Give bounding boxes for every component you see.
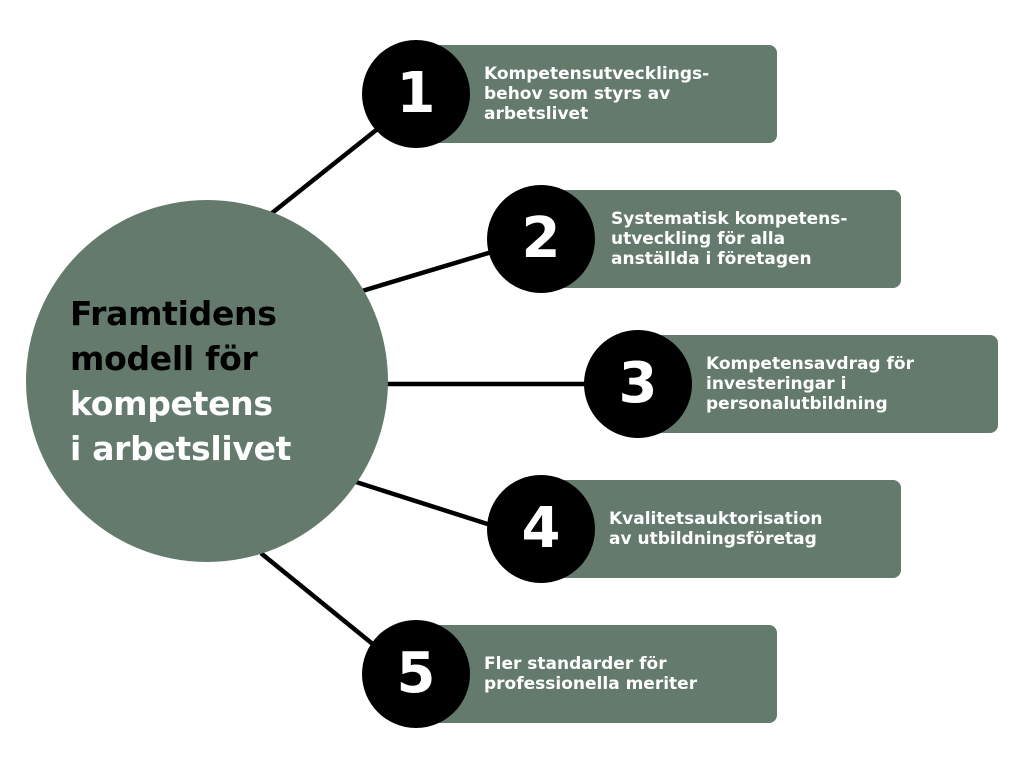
item-1-text: Kompetensutvecklings- behov som styrs av… xyxy=(484,64,710,124)
item-3-text: Kompetensavdrag för investeringar i pers… xyxy=(706,354,914,414)
item-5-number-badge: 5 xyxy=(362,620,470,728)
hub-title: Framtidens modell för kompetens i arbets… xyxy=(70,291,291,471)
connector-line-1 xyxy=(269,120,388,216)
hub-title-line-4: i arbetslivet xyxy=(70,429,292,468)
item-2-text: Systematisk kompetens- utveckling för al… xyxy=(611,209,848,269)
item-1-card: Kompetensutvecklings- behov som styrs av… xyxy=(420,45,777,143)
item-5-number: 5 xyxy=(396,641,436,706)
hub-title-line-3: kompetens xyxy=(70,384,273,423)
item-4-number: 4 xyxy=(521,496,561,561)
item-5-card: Fler standarder för professionella merit… xyxy=(420,625,777,723)
item-3-number: 3 xyxy=(618,351,658,416)
connector-line-5 xyxy=(259,551,383,653)
item-2-number-badge: 2 xyxy=(487,185,595,293)
hub-title-line-2: modell för xyxy=(70,339,258,378)
hub-circle: Framtidens modell för kompetens i arbets… xyxy=(26,200,388,562)
item-5-text: Fler standarder för professionella merit… xyxy=(484,654,698,694)
item-3-number-badge: 3 xyxy=(584,330,692,438)
item-2-number: 2 xyxy=(521,206,561,271)
item-2-card: Systematisk kompetens- utveckling för al… xyxy=(545,190,901,288)
item-4-text: Kvalitetsauktorisation av utbildningsför… xyxy=(609,509,823,549)
item-4-card: Kvalitetsauktorisation av utbildningsför… xyxy=(545,480,901,578)
item-3-card: Kompetensavdrag för investeringar i pers… xyxy=(642,335,998,433)
item-1-number: 1 xyxy=(396,61,436,126)
item-4-number-badge: 4 xyxy=(487,475,595,583)
connector-line-2 xyxy=(359,245,508,294)
item-1-number-badge: 1 xyxy=(362,40,470,148)
connector-line-4 xyxy=(353,479,503,531)
hub-title-line-1: Framtidens xyxy=(70,294,277,333)
